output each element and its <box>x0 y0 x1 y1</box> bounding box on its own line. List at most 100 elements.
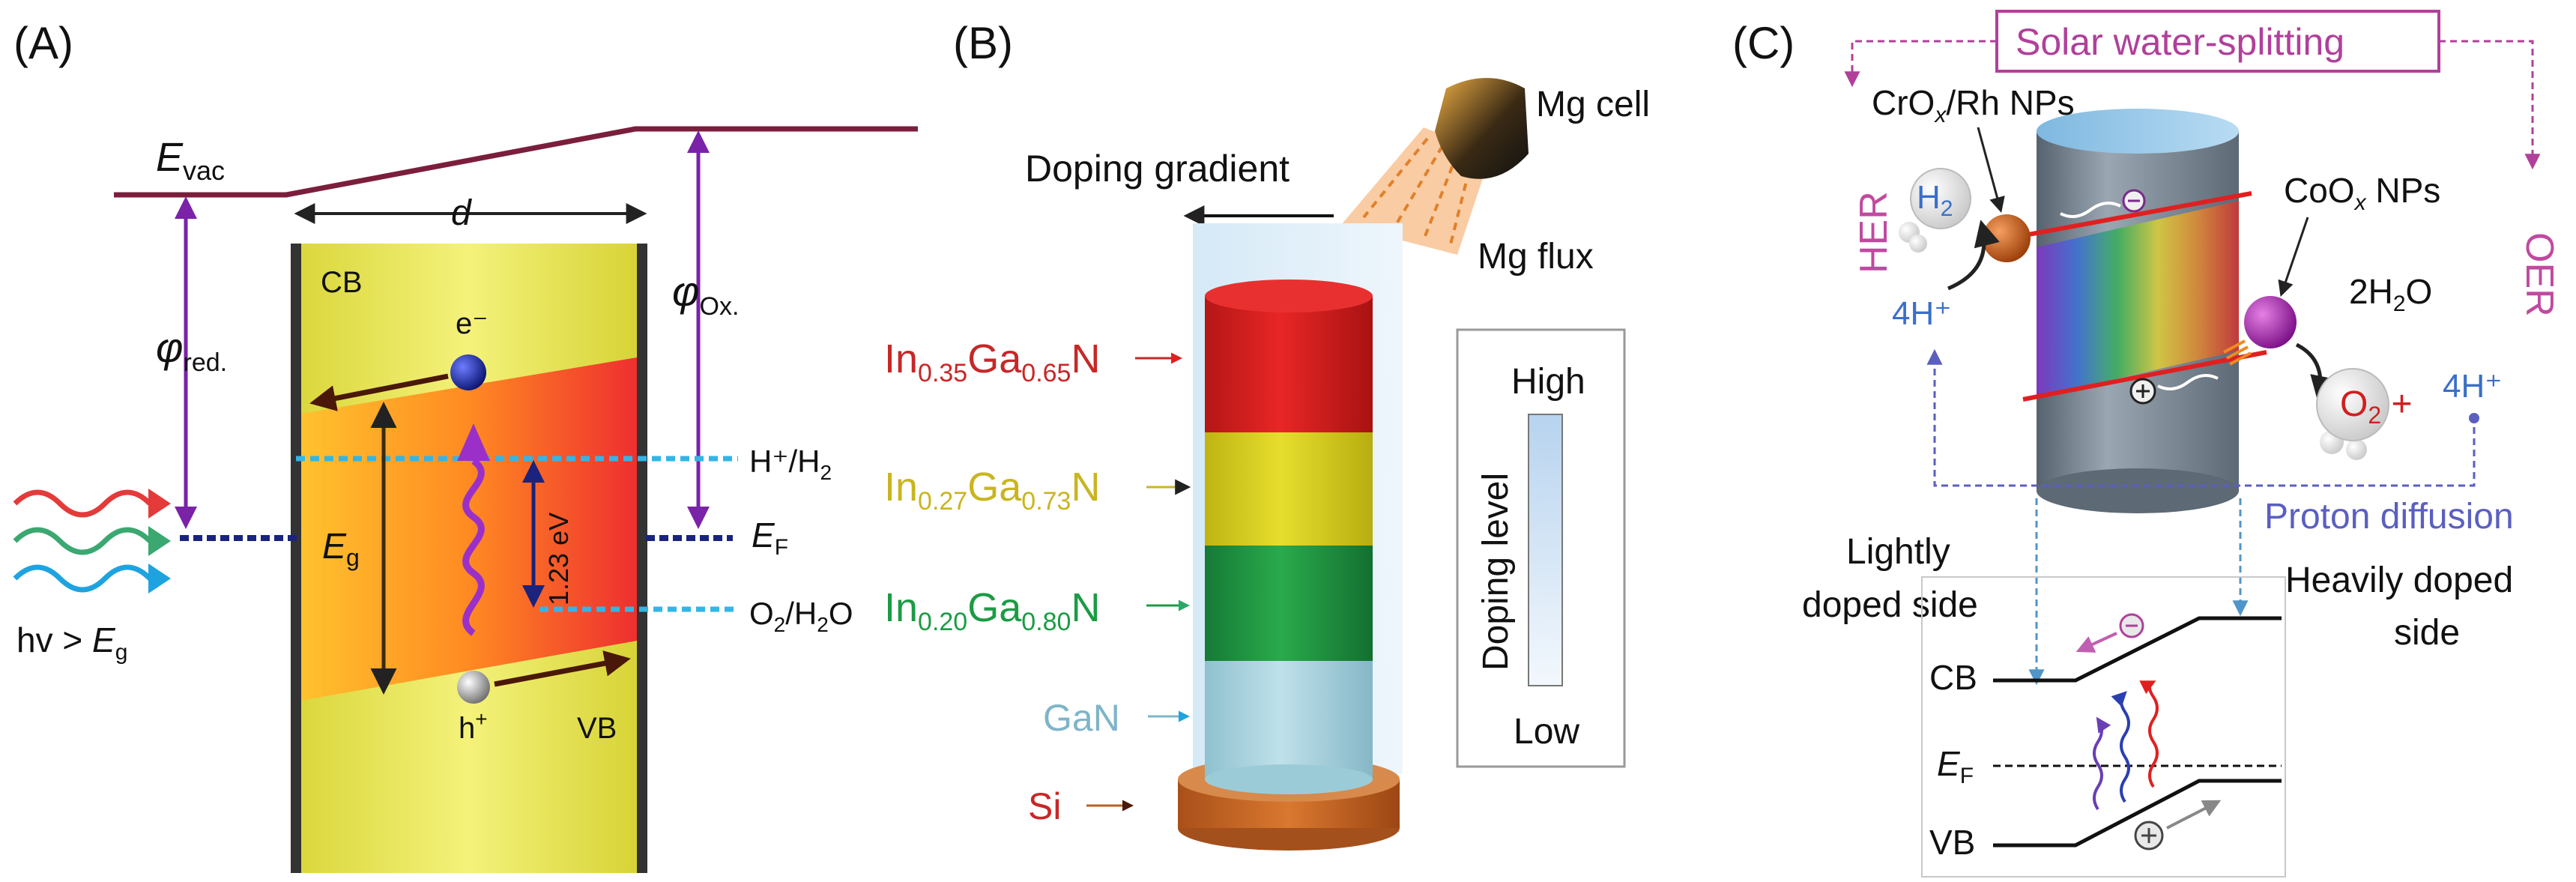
red-ingan-top <box>1205 280 1373 312</box>
absorb-wave-red <box>2139 680 2159 788</box>
h2-bubble <box>1910 168 1971 229</box>
fermi-level-label: EF <box>752 516 788 560</box>
cb-curve <box>1993 616 2282 683</box>
band-ef-label: EF <box>1937 744 1974 788</box>
panel-a: (A) Evac d φred. φOx. H⁺/H2 O2/H2O EF CB… <box>13 18 918 873</box>
mg-flux-label: Mg flux <box>1478 237 1594 277</box>
absorb-wave-blue <box>2111 691 2130 803</box>
bandgap-label: Eg <box>322 527 360 571</box>
crox-rh-label: CrOx/Rh NPs <box>1872 83 2075 127</box>
nanorod-top <box>2037 109 2239 154</box>
panel-b-label: (B) <box>953 18 1013 68</box>
photon-energy-label: hv > Eg <box>16 620 127 665</box>
heavily-doped-label-1: Heavily doped <box>2285 561 2513 600</box>
absorb-wave-purple <box>2093 716 2111 811</box>
layer-label-in027: In0.27Ga0.73N <box>884 465 1100 516</box>
band-cb-label: CB <box>1929 658 1977 697</box>
coox-label: CoOx NPs <box>2284 171 2440 215</box>
proton-diffusion-path <box>1926 348 2476 487</box>
hole-sphere <box>457 671 490 704</box>
light-wave-blue <box>13 564 152 593</box>
light-wave-green-head <box>148 526 171 556</box>
crox-rh-pointer <box>1977 127 2005 214</box>
coox-pointer <box>2278 217 2309 297</box>
layer-label-gan: GaN <box>1043 697 1120 739</box>
h4-right-label: 4H⁺ <box>2443 368 2502 405</box>
red-line-lower <box>2022 350 2267 402</box>
rainbow-band <box>2037 201 2239 397</box>
vacuum-level-line <box>114 126 918 198</box>
h2-label: H2 <box>1917 179 1953 221</box>
nanorod-bottom <box>2037 468 2239 513</box>
coox-contact-lines <box>2223 339 2252 366</box>
gap-123-label: 1.23 eV <box>543 513 574 605</box>
red-ingan-layer <box>1205 296 1373 432</box>
yellow-ingan-layer <box>1205 431 1373 546</box>
doping-legend-high: High <box>1511 362 1585 402</box>
o2-bubble <box>2316 368 2389 441</box>
lightly-doped-label-1: Lightly <box>1846 532 1950 572</box>
layer-label-in020: In0.20Ga0.80N <box>884 585 1100 636</box>
her-reaction-curve <box>1947 220 2000 291</box>
doping-legend-bar <box>1528 414 1563 686</box>
cb-label: CB <box>321 266 363 299</box>
crox-rh-particle <box>1983 214 2031 262</box>
hole-drift-arrow <box>494 650 631 687</box>
water-label: 2H2O <box>2349 272 2432 316</box>
doping-legend-low: Low <box>1514 712 1579 752</box>
hole-path <box>2157 374 2219 390</box>
oer-dashed-arrow <box>2439 40 2541 170</box>
panel-b: (B) Mg cell Mg flux Doping gradient In0.… <box>884 18 1650 851</box>
hydrogen-level-label: H⁺/H2 <box>749 444 832 484</box>
light-wave-blue-head <box>148 564 171 593</box>
layer-label-in035: In0.35Ga0.65N <box>884 336 1100 387</box>
light-wave-red <box>13 489 152 518</box>
vb-curve <box>1993 779 2282 848</box>
phi-ox-label: φOx. <box>672 268 739 321</box>
h4-left-label: 4H⁺ <box>1892 295 1951 332</box>
her-dashed-arrow <box>1844 40 1997 88</box>
photon-absorption-wave <box>462 458 485 636</box>
vb-label: VB <box>577 712 617 745</box>
light-wave-red-head <box>148 489 171 519</box>
doping-legend-axis: Doping level <box>1476 473 1516 671</box>
o2-bubble-small-2 <box>2346 439 2367 460</box>
band-electron-arrow <box>2075 632 2117 653</box>
mg-cell-body <box>1435 78 1529 179</box>
coox-particle <box>2244 296 2297 348</box>
band-region <box>301 357 637 701</box>
oxygen-level-label: O2/H2O <box>749 596 853 636</box>
panel-c-label: (C) <box>1732 18 1795 68</box>
solar-water-splitting-title: Solar water-splitting <box>2016 21 2344 63</box>
green-ingan-layer <box>1205 544 1373 661</box>
oer-label: OER <box>2518 232 2561 317</box>
h2-bubble-small-2 <box>1909 235 1927 253</box>
o2-label: O2 + <box>2340 384 2413 429</box>
nanowire-left-edge <box>291 244 301 873</box>
red-line-upper <box>2007 191 2252 241</box>
phi-red-label: φred. <box>156 324 227 377</box>
lightly-doped-label-2: doped side <box>1802 585 1978 625</box>
panel-c: (C) Solar water-splitting HER OER CrOx/R… <box>1732 10 2561 878</box>
light-wave-green <box>13 527 152 555</box>
nanowire-right-edge <box>637 244 647 873</box>
proton-diffusion-start <box>2469 413 2479 423</box>
her-label: HER <box>1852 191 1896 274</box>
hole-label: h+ <box>459 707 488 745</box>
heavily-doped-label-2: side <box>2394 613 2460 653</box>
doping-gradient-label: Doping gradient <box>1025 148 1289 190</box>
photon-absorption-arrowhead <box>457 423 490 461</box>
electron-drift-arrow <box>309 373 449 411</box>
panel-a-label: (A) <box>13 18 73 68</box>
gan-layer <box>1205 659 1373 779</box>
mg-cell-label: Mg cell <box>1536 85 1650 124</box>
proton-diffusion-label: Proton diffusion <box>2264 497 2514 537</box>
band-diagram-box <box>1921 576 2286 878</box>
band-hole-arrow <box>2166 800 2222 830</box>
band-vb-label: VB <box>1929 823 1975 862</box>
width-d-label: d <box>451 193 472 233</box>
electron-label: e⁻ <box>456 307 488 340</box>
layer-label-si: Si <box>1028 785 1061 827</box>
vacuum-level-label: Evac <box>156 135 225 186</box>
